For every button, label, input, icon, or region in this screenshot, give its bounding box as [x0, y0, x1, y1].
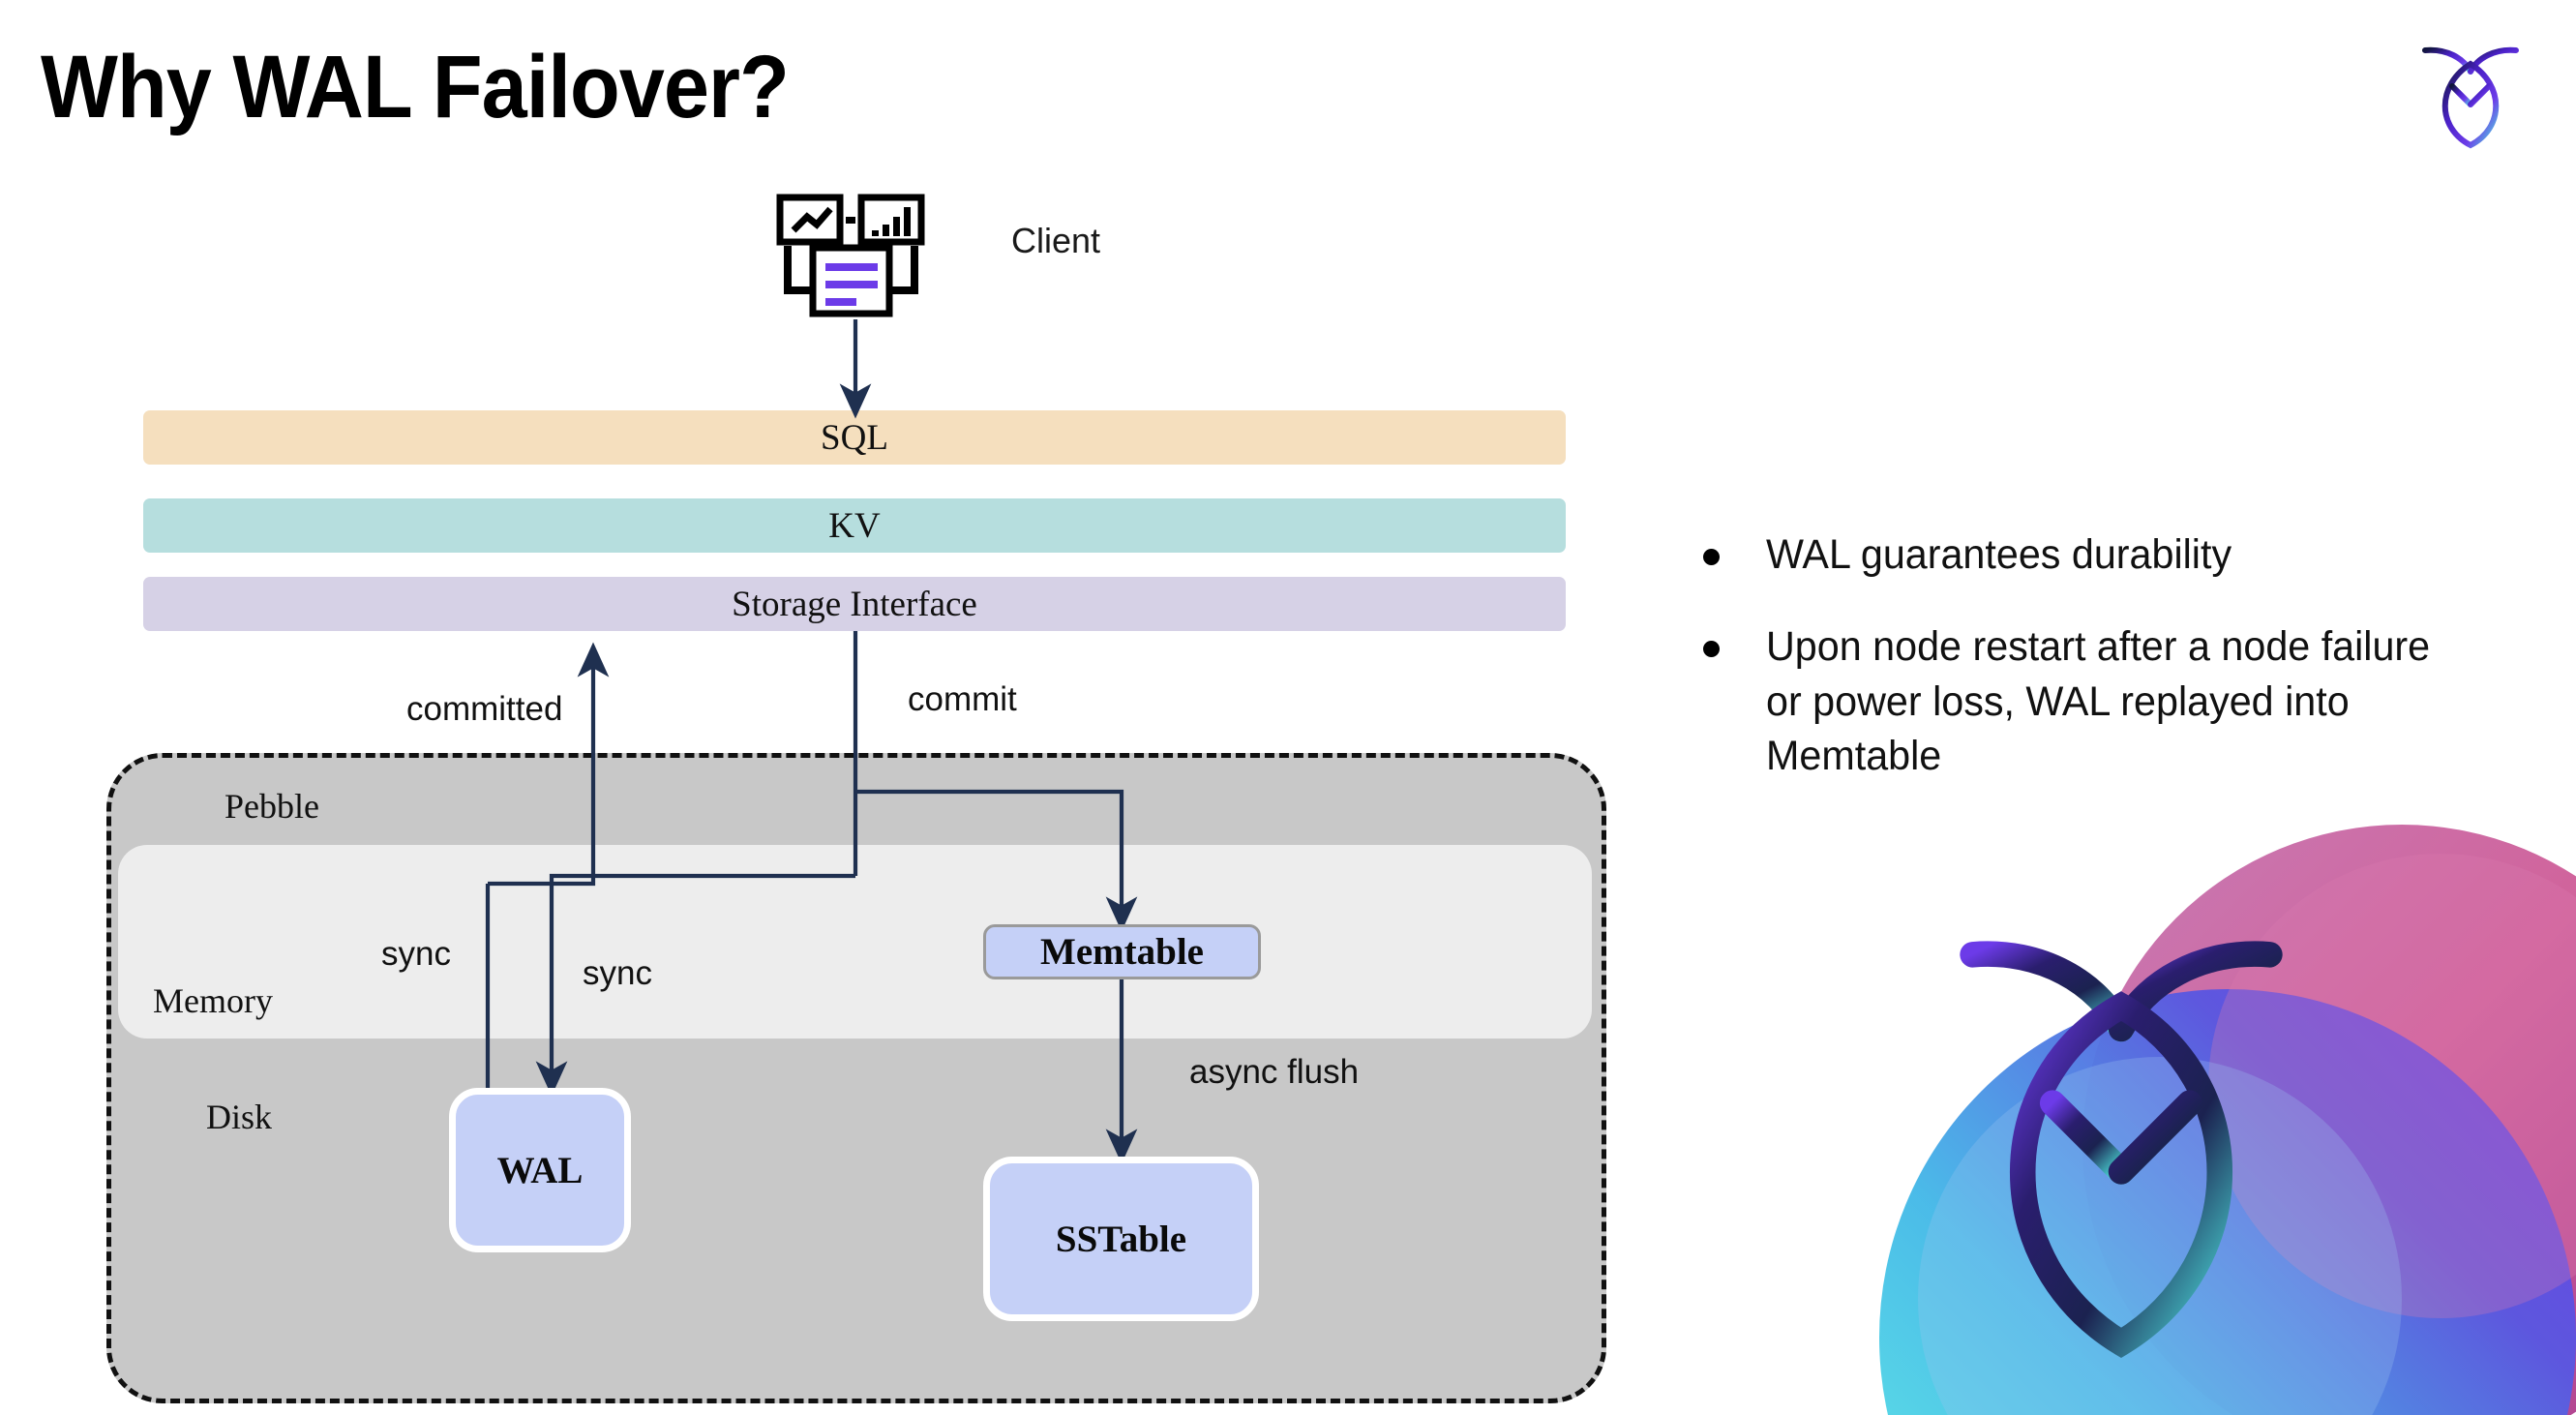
- diagram-connectors: [485, 319, 1138, 1164]
- bullet-dot-icon: [1703, 549, 1720, 565]
- client-label: Client: [1011, 221, 1101, 260]
- edge-label-commit: commit: [908, 680, 1017, 718]
- node-wal-label: WAL: [496, 1149, 584, 1191]
- edge-label-async-flush: async flush: [1189, 1053, 1360, 1091]
- bullet-list: WAL guarantees durability Upon node rest…: [1703, 527, 2497, 821]
- node-sstable: SSTable: [983, 1157, 1259, 1321]
- client-dashboard-icon: [774, 194, 929, 324]
- node-wal: WAL: [449, 1088, 631, 1252]
- pebble-label: Pebble: [225, 787, 319, 826]
- edge-label-sync-left: sync: [381, 935, 451, 973]
- cockroachdb-logo: [2417, 35, 2524, 149]
- node-memtable-label: Memtable: [1040, 931, 1204, 973]
- disk-label: Disk: [206, 1098, 273, 1136]
- memory-label: Memory: [153, 981, 273, 1020]
- list-item: Upon node restart after a node failure o…: [1703, 619, 2497, 784]
- bullet-text: Upon node restart after a node failure o…: [1766, 622, 2431, 780]
- layer-bar-kv: KV: [143, 498, 1566, 553]
- list-item: WAL guarantees durability: [1703, 527, 2497, 583]
- node-memtable: Memtable: [983, 924, 1261, 979]
- wal-architecture-diagram: Pebble Memory Disk SQL KV Storage Interf…: [106, 194, 1606, 1403]
- layer-label-storage-interface: Storage Interface: [732, 584, 977, 624]
- edge-label-sync-right: sync: [583, 954, 652, 992]
- page-title: Why WAL Failover?: [41, 38, 790, 136]
- node-sstable-label: SSTable: [1055, 1218, 1187, 1260]
- bullet-dot-icon: [1703, 640, 1720, 657]
- bullet-text: WAL guarantees durability: [1766, 531, 2232, 578]
- layer-bar-storage-interface: Storage Interface: [143, 577, 1566, 631]
- layer-label-sql: SQL: [821, 417, 888, 458]
- edge-label-committed: committed: [406, 690, 563, 728]
- layer-label-kv: KV: [828, 505, 881, 546]
- decorative-corner-graphic: [1821, 796, 2576, 1415]
- layer-bar-sql: SQL: [143, 410, 1566, 465]
